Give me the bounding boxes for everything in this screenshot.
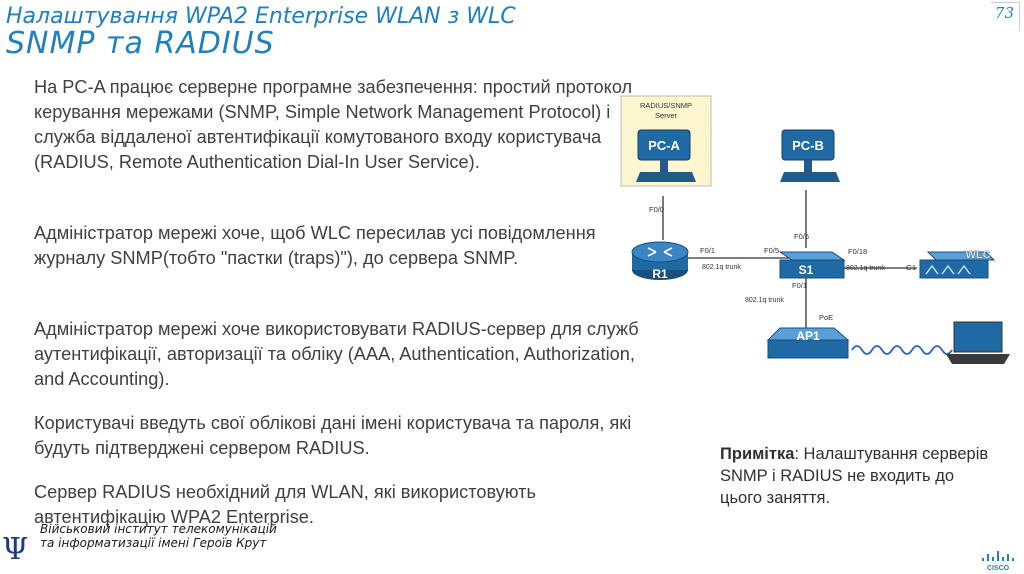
paragraph-5: Сервер RADIUS необхідний для WLAN, які в…	[34, 482, 536, 527]
slide-number: 73	[994, 4, 1014, 22]
port-s1-f01: F0/1	[792, 281, 807, 290]
wlc-wave-icon	[925, 264, 971, 275]
pcb-label: PC-B	[792, 138, 824, 153]
wlc-device: WLC	[919, 249, 996, 279]
laptop-screen-icon	[953, 321, 1003, 353]
cisco-logo-text: CISCO	[987, 565, 1010, 572]
port-r1-f01: F0/1	[700, 246, 715, 255]
slide-title-line2: SNMP та RADIUS	[6, 26, 275, 61]
wlc-label: WLC	[965, 249, 990, 261]
port-f00: F0/0	[649, 205, 664, 214]
pcb-device: PC-B	[780, 129, 840, 182]
wlc-top-icon	[926, 251, 996, 261]
paragraph-2: Адміністратор мережі хоче, щоб WLC перес…	[34, 223, 596, 268]
server-label-2: Server	[655, 111, 678, 120]
pca-label: PC-A	[648, 138, 680, 153]
note-label: Примітка	[720, 445, 795, 463]
switch-top-icon	[778, 251, 846, 261]
pca-keyboard-icon	[636, 172, 696, 182]
note: Примітка: Налаштування серверів SNMP і R…	[720, 443, 1000, 509]
corner-decoration	[991, 2, 1020, 31]
cisco-bars-icon	[982, 551, 1014, 561]
wireless-signal-icon	[851, 345, 953, 355]
institute-name: Військовий інститут телекомунікацій та і…	[40, 522, 277, 550]
router-r1: R1	[631, 241, 689, 281]
laptop-device	[946, 321, 1010, 364]
paragraph-4: Користувачі введуть свої облікові дані і…	[34, 413, 632, 458]
pca-stand-icon	[660, 160, 668, 172]
port-s1-f05: F0/5	[764, 246, 779, 255]
pcb-stand-icon	[804, 160, 812, 172]
ap-body-icon	[767, 339, 849, 359]
r1-label: R1	[652, 267, 668, 281]
router-top-icon	[631, 241, 689, 263]
port-s1-f018: F0/18	[848, 247, 867, 256]
switch-s1: S1	[778, 251, 846, 279]
ap1-label: AP1	[796, 329, 820, 343]
pcb-keyboard-icon	[780, 172, 840, 182]
switch-body-icon	[779, 259, 845, 279]
paragraph-1: На PC-A працює серверне програмне забезп…	[34, 77, 633, 172]
network-topology-diagram: RADIUS/SNMP Server PC-A F0/0 PC-B F0/6 R…	[620, 95, 1010, 364]
note-text: : Налаштування серверів SNMP і RADIUS не…	[720, 445, 989, 507]
radius-snmp-server: RADIUS/SNMP Server PC-A	[620, 95, 712, 187]
port-g1: G1	[906, 263, 916, 272]
trunk-label-3: 802.1q trunk	[745, 297, 784, 304]
trunk-label-1: 802.1q trunk	[702, 264, 741, 271]
poe-label: PoE	[819, 313, 833, 322]
cisco-logo: CISCO	[982, 551, 1014, 572]
port-s1-f06: F0/6	[794, 232, 809, 241]
slide-title-line1: Налаштування WPA2 Enterprise WLAN з WLC	[6, 4, 516, 29]
router-arrows-icon	[647, 247, 673, 257]
topology-links	[662, 190, 917, 328]
institute-trident-logo: Ψ	[2, 532, 29, 567]
laptop-base-icon	[946, 354, 1010, 364]
access-point-ap1: AP1	[766, 327, 850, 359]
s1-label: S1	[799, 263, 814, 277]
server-label-1: RADIUS/SNMP	[640, 101, 692, 110]
trunk-label-2: 802.1q trunk	[846, 265, 885, 272]
paragraph-3: Адміністратор мережі хоче використовуват…	[34, 319, 639, 389]
